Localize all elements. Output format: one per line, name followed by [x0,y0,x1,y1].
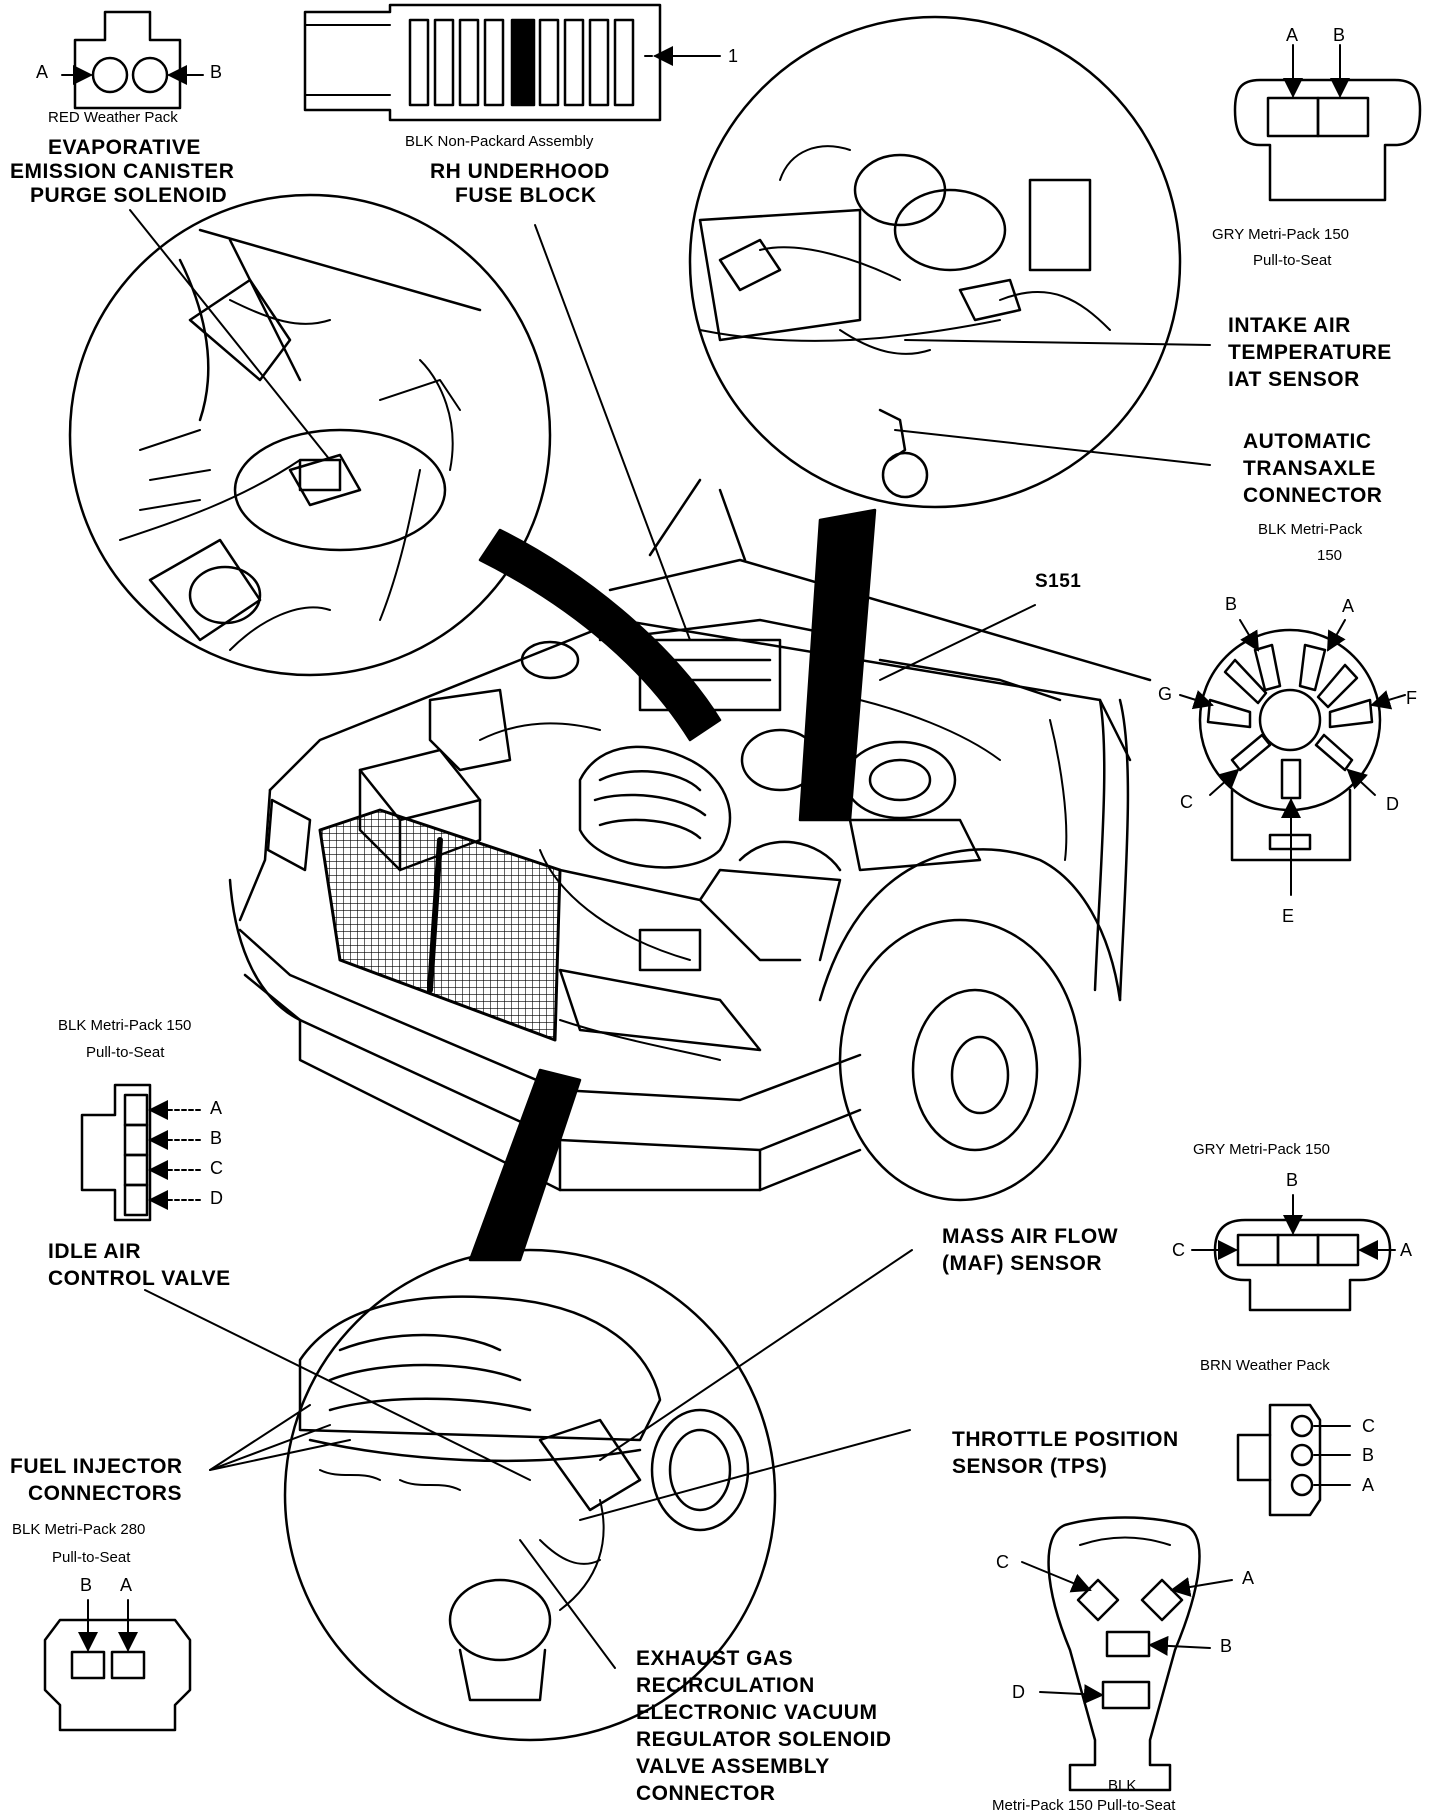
brn-pin-a: A [1362,1475,1375,1495]
gry-top-caption-line1: GRY Metri-Pack 150 [1212,226,1349,243]
rh-fuse-title-line2: FUSE BLOCK [455,184,597,207]
rh-fuse-title-line1: RH UNDERHOOD [430,160,610,183]
maf-pin-a: A [1400,1240,1413,1260]
ats-pin-f: F [1406,688,1417,708]
purge-solenoid-detail [68,193,552,677]
iat-title-line3: IAT SENSOR [1228,368,1360,391]
evap-title-line3: PURGE SOLENOID [30,184,228,207]
iat-title-line1: INTAKE AIR [1228,314,1351,337]
maf-connector-caption: GRY Metri-Pack 150 [1193,1141,1330,1158]
brn-weather-pack-caption: BRN Weather Pack [1200,1357,1330,1374]
egr-title-line5: VALVE ASSEMBLY [636,1755,830,1778]
gry-top-pin-b: B [1333,25,1346,45]
blk-metri-pack-iac-connector [80,1083,201,1222]
fuse-block-caption: BLK Non-Packard Assembly [405,133,594,150]
mp280-pin-b: B [80,1575,93,1595]
ats-pin-e: E [1282,906,1295,926]
egr-title-line3: ELECTRONIC VACUUM [636,1701,878,1724]
iac-title-line2: CONTROL VALVE [48,1267,231,1290]
iac-pin-a: A [210,1098,223,1118]
evap-title-line2: EMISSION CANISTER [10,160,235,183]
maf-title-line1: MASS AIR FLOW [942,1225,1119,1248]
leader-lines [129,55,1211,1669]
splice-s151: S151 [1035,571,1082,592]
egr-title-line6: CONNECTOR [636,1782,776,1805]
mp280-caption-line1: BLK Metri-Pack 280 [12,1521,146,1538]
ats-caption-line1: BLK Metri-Pack [1258,521,1363,538]
iac-pin-d: D [210,1188,223,1208]
gry-metri-pack-top-connector [1233,44,1422,202]
tps-caption-line2: Metri-Pack 150 Pull-to-Seat [992,1797,1176,1814]
iat-leader-wedge [798,508,877,822]
iac-caption-line1: BLK Metri-Pack 150 [58,1017,192,1034]
ats-pin-c: C [1180,792,1193,812]
ats-pin-b: B [1225,594,1238,614]
tps-title-line2: SENSOR (TPS) [952,1455,1108,1478]
ats-pin-d: D [1386,794,1399,814]
red-weather-pack-pin-a: A [36,62,49,82]
tps-title-line1: THROTTLE POSITION [952,1428,1179,1451]
tps-pin-d: D [1012,1682,1025,1702]
ats-title-line2: TRANSAXLE [1243,457,1376,480]
iat-sensor-detail [688,15,1182,509]
gry-top-pin-a: A [1286,25,1299,45]
intake-manifold-detail [283,1248,777,1742]
iac-title-line1: IDLE AIR [48,1240,142,1263]
fuel-injector-title-line2: CONNECTORS [28,1482,182,1505]
mp280-caption-line2: Pull-to-Seat [52,1549,131,1566]
ats-pin-g: G [1158,684,1173,704]
ats-caption-line2: 150 [1317,547,1343,564]
purge-leader-wedge [478,528,722,742]
fuse-block-connector [303,3,721,122]
fuse-callout-number: 1 [728,46,739,66]
red-weather-pack-connector [61,10,204,110]
tps-pin-a: A [1242,1568,1255,1588]
brn-pin-c: C [1362,1416,1375,1436]
maf-title-line2: (MAF) SENSOR [942,1252,1102,1275]
brn-weather-pack-connector [1236,1403,1351,1517]
evap-title-line1: EVAPORATIVE [48,136,201,159]
egr-title-line1: EXHAUST GAS [636,1647,794,1670]
intake-leader-wedge [468,1068,582,1262]
ats-pin-a: A [1342,596,1355,616]
ats-title-line3: CONNECTOR [1243,484,1383,507]
iac-pin-b: B [210,1128,223,1148]
egr-title-line2: RECIRCULATION [636,1674,815,1697]
tps-caption-line1: BLK [1108,1777,1137,1794]
mp280-pin-a: A [120,1575,133,1595]
blk-metri-pack-ats-connector [1179,619,1406,896]
red-weather-pack-pin-b: B [210,62,223,82]
blk-metri-pack-tps-connector [1021,1516,1233,1792]
gry-metri-pack-maf-connector [1191,1194,1396,1312]
ats-title-line1: AUTOMATIC [1243,430,1372,453]
iac-pin-c: C [210,1158,223,1178]
iac-caption-line2: Pull-to-Seat [86,1044,165,1061]
gry-top-caption-line2: Pull-to-Seat [1253,252,1332,269]
blk-metri-pack-280-connector [43,1599,192,1732]
red-weather-pack-caption: RED Weather Pack [48,109,178,126]
egr-title-line4: REGULATOR SOLENOID [636,1728,892,1751]
vehicle-body [228,478,1152,1202]
tps-pin-c: C [996,1552,1009,1572]
tps-pin-b: B [1220,1636,1233,1656]
maf-pin-b: B [1286,1170,1299,1190]
maf-pin-c: C [1172,1240,1185,1260]
brn-pin-b: B [1362,1445,1375,1465]
iat-title-line2: TEMPERATURE [1228,341,1392,364]
fuel-injector-title-line1: FUEL INJECTOR [10,1455,183,1478]
